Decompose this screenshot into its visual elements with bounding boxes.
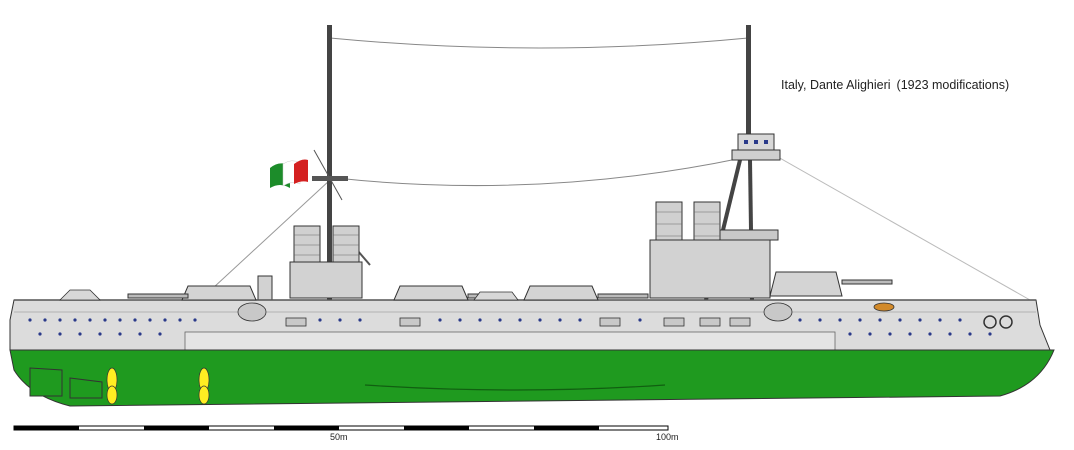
scale-bar bbox=[13, 425, 669, 431]
scale-label-50m: 50m bbox=[330, 432, 348, 442]
ship-caption: Italy, Dante Alighieri (1923 modification… bbox=[781, 78, 1015, 92]
italian-flag bbox=[270, 159, 308, 188]
underwater-hull bbox=[9, 349, 1055, 407]
modification-note: (1923 modifications) bbox=[896, 78, 1010, 92]
boats bbox=[59, 289, 895, 312]
superstructure bbox=[257, 239, 771, 301]
anchors bbox=[983, 315, 1013, 329]
portholes bbox=[28, 318, 992, 336]
scale-label-100m: 100m bbox=[656, 432, 679, 442]
ship-name: Italy, Dante Alighieri bbox=[781, 78, 891, 92]
propellers bbox=[106, 367, 210, 405]
casemate-guns bbox=[237, 302, 793, 327]
